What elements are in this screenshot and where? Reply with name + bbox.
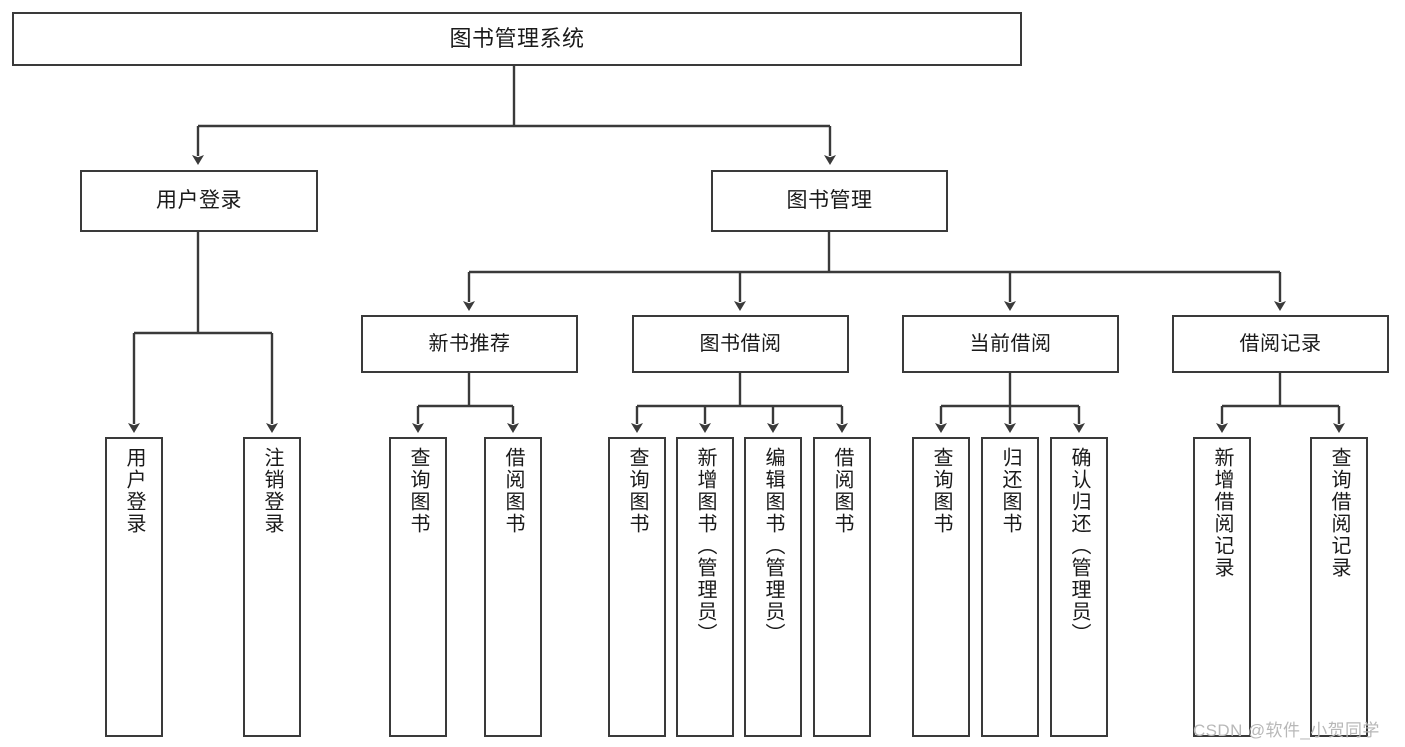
node-label: 查询图书 xyxy=(407,447,429,535)
edges-currentborrow-to-leaves xyxy=(935,373,1085,433)
node-label: 注销登录 xyxy=(261,447,283,535)
node-label: 图书借阅 xyxy=(699,332,782,355)
watermark: CSDN @软件_小贺同学 xyxy=(1193,721,1380,740)
leaf-user-login-login[interactable]: 用户登录 xyxy=(105,437,163,737)
node-book-management[interactable]: 图书管理 xyxy=(711,170,948,232)
leaf-current-borrow-confirm-return[interactable]: 确认归还（管理员） xyxy=(1050,437,1108,737)
leaf-new-book-query[interactable]: 查询图书 xyxy=(389,437,447,737)
edges-bookmgmt-to-level3 xyxy=(463,232,1286,311)
node-label: 借阅记录 xyxy=(1239,332,1322,355)
node-label: 用户登录 xyxy=(156,189,242,213)
node-new-book-recommend[interactable]: 新书推荐 xyxy=(361,315,578,373)
node-label: 查询借阅记录 xyxy=(1328,447,1350,579)
edges-userlogin-to-leaves xyxy=(128,232,278,433)
edges-bookborrow-to-leaves xyxy=(631,373,848,433)
leaf-borrow-record-add[interactable]: 新增借阅记录 xyxy=(1193,437,1251,737)
node-label: 图书管理系统 xyxy=(449,25,585,51)
node-label: 查询图书 xyxy=(930,447,952,535)
node-label: 编辑图书（管理员） xyxy=(762,447,784,645)
edges-root-to-level2 xyxy=(192,66,836,165)
leaf-book-borrow-borrow[interactable]: 借阅图书 xyxy=(813,437,871,737)
node-root-library-system[interactable]: 图书管理系统 xyxy=(12,12,1022,66)
node-user-login[interactable]: 用户登录 xyxy=(80,170,318,232)
edges-borrowrecord-to-leaves xyxy=(1216,373,1345,433)
node-label: 查询图书 xyxy=(626,447,648,535)
leaf-user-login-logout[interactable]: 注销登录 xyxy=(243,437,301,737)
node-label: 借阅图书 xyxy=(831,447,853,535)
node-label: 新增借阅记录 xyxy=(1211,447,1233,579)
edges-newbook-to-leaves xyxy=(412,373,519,433)
node-label: 图书管理 xyxy=(786,189,873,213)
node-label: 新增图书（管理员） xyxy=(694,447,716,645)
node-label: 归还图书 xyxy=(999,447,1021,535)
leaf-book-borrow-add[interactable]: 新增图书（管理员） xyxy=(676,437,734,737)
node-label: 用户登录 xyxy=(123,447,145,535)
node-label: 借阅图书 xyxy=(502,447,524,535)
leaf-borrow-record-query[interactable]: 查询借阅记录 xyxy=(1310,437,1368,737)
node-borrow-record[interactable]: 借阅记录 xyxy=(1172,315,1389,373)
node-book-borrow[interactable]: 图书借阅 xyxy=(632,315,849,373)
node-label: 当前借阅 xyxy=(969,332,1052,355)
node-label: 确认归还（管理员） xyxy=(1068,447,1090,645)
leaf-new-book-borrow[interactable]: 借阅图书 xyxy=(484,437,542,737)
leaf-book-borrow-edit[interactable]: 编辑图书（管理员） xyxy=(744,437,802,737)
leaf-book-borrow-query[interactable]: 查询图书 xyxy=(608,437,666,737)
node-label: 新书推荐 xyxy=(428,332,511,355)
leaf-current-borrow-return[interactable]: 归还图书 xyxy=(981,437,1039,737)
leaf-current-borrow-query[interactable]: 查询图书 xyxy=(912,437,970,737)
node-current-borrow[interactable]: 当前借阅 xyxy=(902,315,1119,373)
